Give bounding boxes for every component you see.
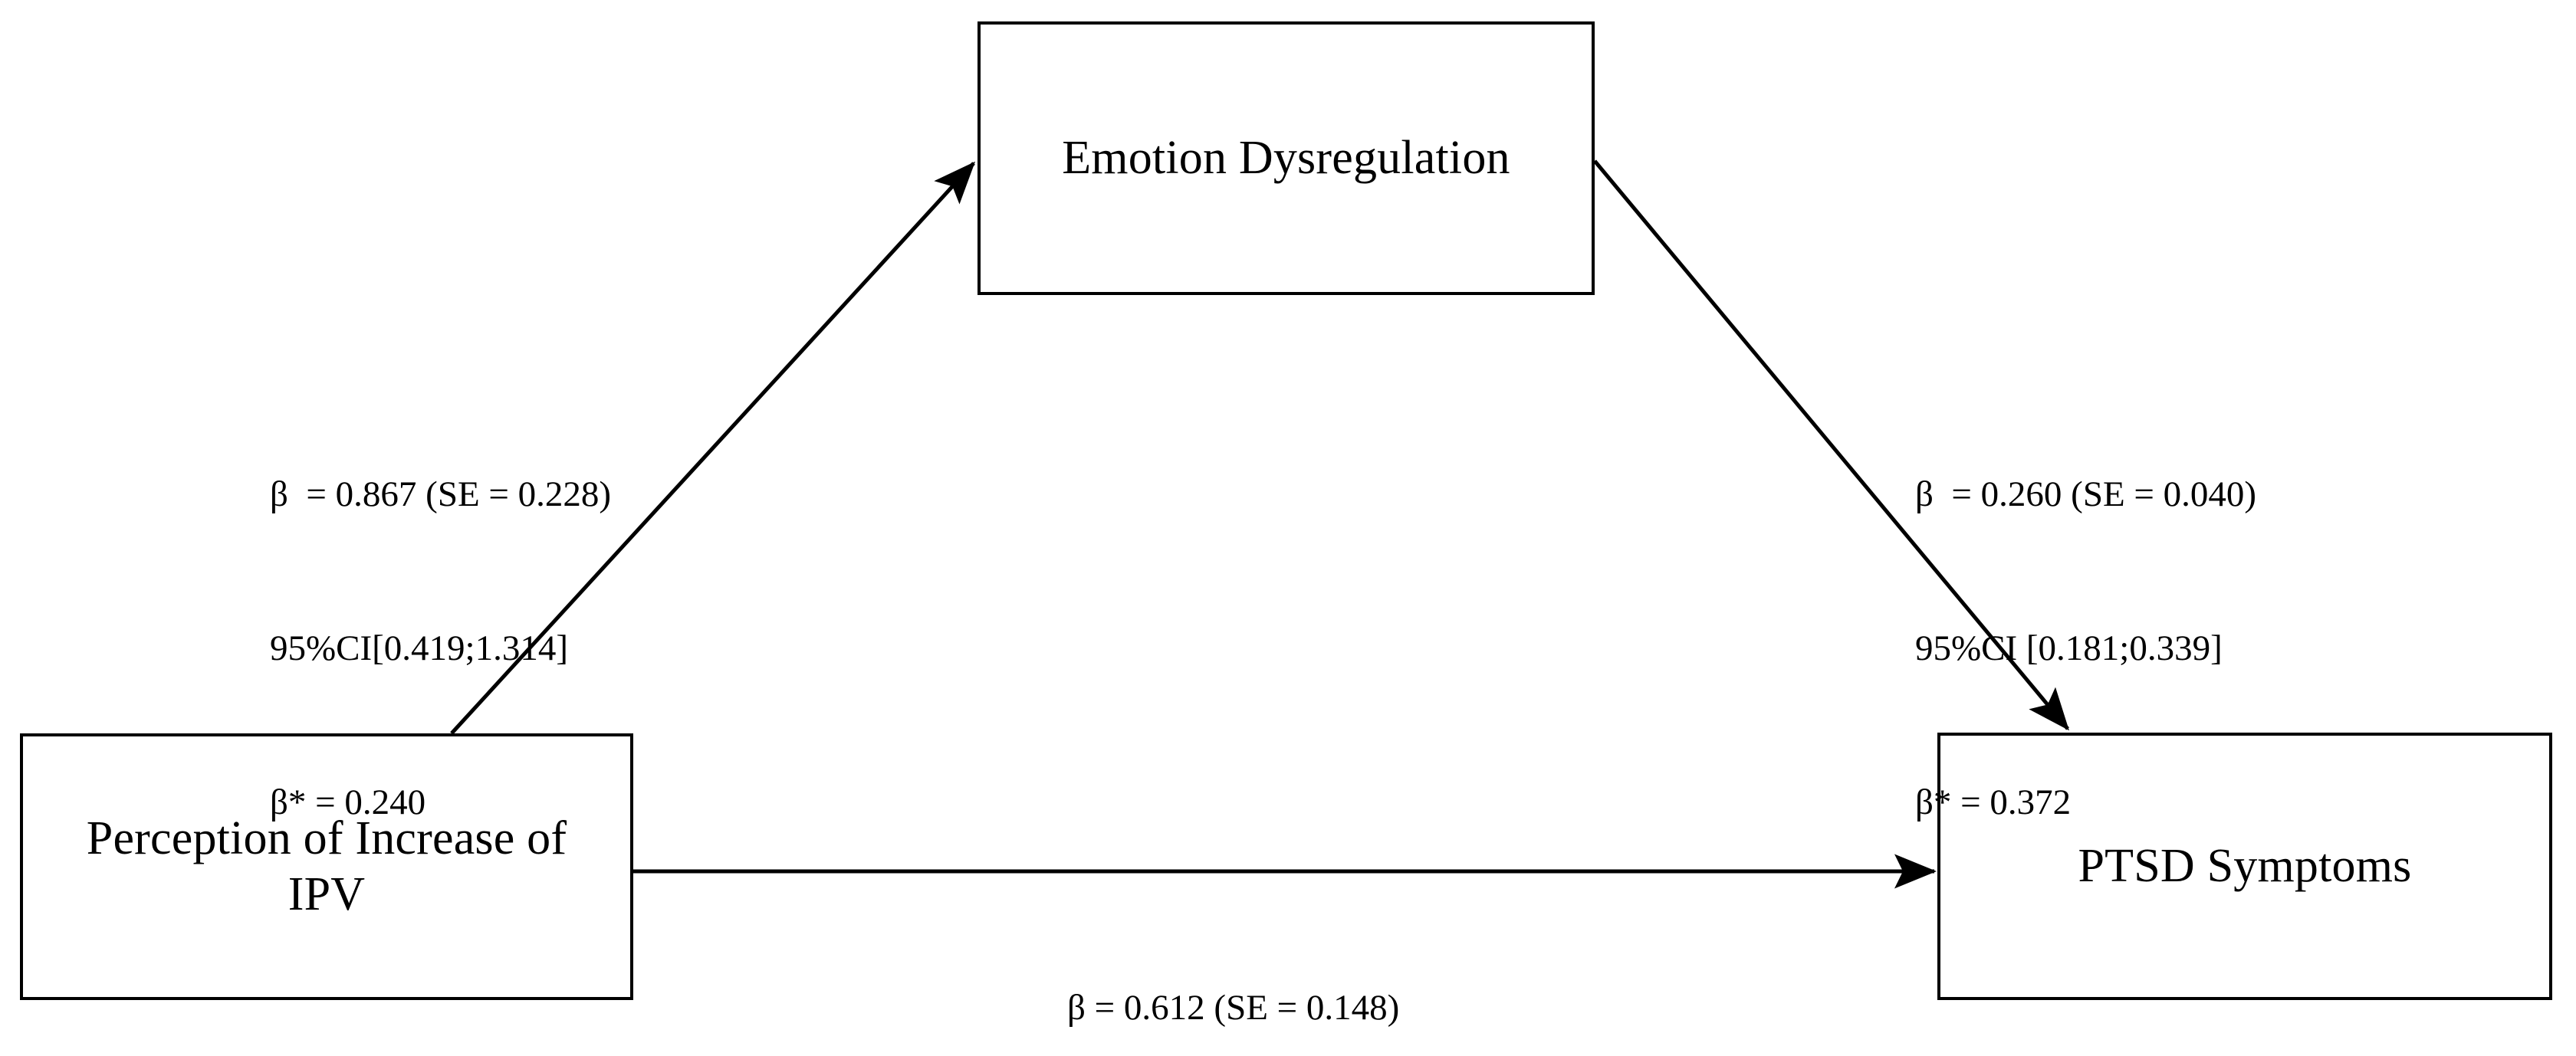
node-mediator-label: Emotion Dysregulation <box>1062 131 1510 184</box>
path-label-c: β = 0.612 (SE = 0.148) 95%CI [0.321;0.90… <box>1067 880 1399 1056</box>
path-a-beta-line: β = 0.867 (SE = 0.228) <box>270 474 612 514</box>
arrow-b-path <box>1593 159 2069 731</box>
path-label-b: β = 0.260 (SE = 0.040) 95%CI [0.181;0.33… <box>1915 366 2256 931</box>
node-perception-of-increase-of-ipv: Perception of Increase of IPV <box>20 733 633 1000</box>
node-outcome-label: PTSD Symptoms <box>2078 839 2412 892</box>
path-c-beta-line: β = 0.612 (SE = 0.148) <box>1067 988 1400 1028</box>
node-predictor-label: Perception of Increase of IPV <box>86 812 567 920</box>
path-b-ci-line: 95%CI [0.181;0.339] <box>1915 628 2223 668</box>
path-b-beta-line: β = 0.260 (SE = 0.040) <box>1915 474 2257 514</box>
path-label-a: β = 0.867 (SE = 0.228) 95%CI[0.419;1.314… <box>270 366 611 931</box>
node-ptsd-symptoms: PTSD Symptoms <box>1937 733 2552 1000</box>
path-a-beta-standardized-line: β* = 0.240 <box>270 782 426 822</box>
path-b-beta-standardized-line: β* = 0.372 <box>1915 782 2072 822</box>
node-emotion-dysregulation: Emotion Dysregulation <box>978 21 1595 295</box>
arrow-a-path <box>450 161 976 735</box>
path-a-ci-line: 95%CI[0.419;1.314] <box>270 628 569 668</box>
